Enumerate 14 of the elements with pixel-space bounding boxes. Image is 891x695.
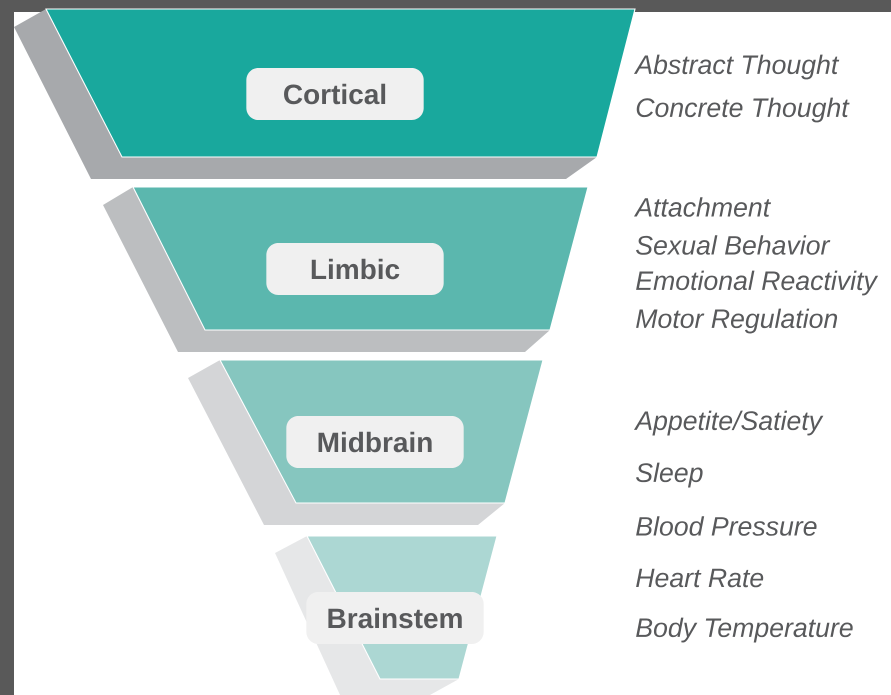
function-text: Emotional Reactivity — [636, 270, 878, 296]
function-text: Sleep — [636, 462, 703, 488]
function-text: Appetite/Satiety — [634, 410, 824, 436]
level-label: Midbrain — [286, 416, 464, 468]
level-label: Cortical — [246, 68, 424, 120]
function-text: Sexual Behavior — [636, 235, 830, 255]
function-text: Heart Rate — [636, 568, 764, 588]
function-text: Abstract Thought — [634, 54, 840, 80]
function-text: Motor Regulation — [636, 308, 838, 334]
function-text: Body Temperature — [636, 618, 853, 642]
level-label: Limbic — [266, 243, 444, 295]
function-text: Attachment — [634, 197, 772, 217]
function-text: Blood Pressure — [636, 516, 817, 536]
level-label: Brainstem — [306, 592, 484, 644]
